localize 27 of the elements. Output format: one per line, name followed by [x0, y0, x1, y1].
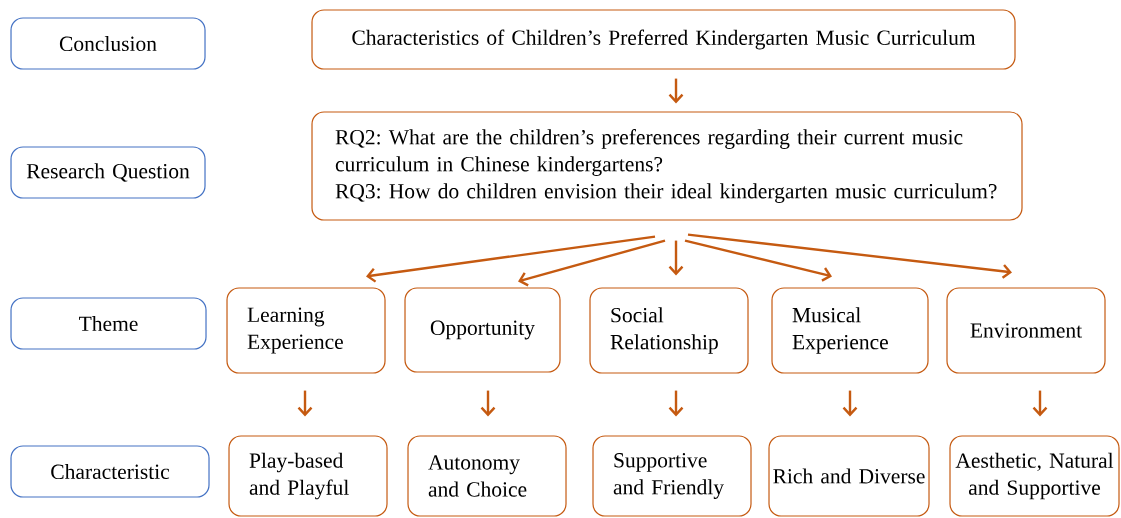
arrow	[684, 239, 832, 282]
characteristic-box: Supportive and Friendly	[592, 435, 752, 517]
theme-box: Social Relationship	[589, 287, 749, 374]
arrow	[668, 240, 684, 276]
level-box: Conclusion	[10, 17, 206, 70]
characteristic-box: Rich and Diverse	[768, 435, 930, 517]
arrow	[297, 390, 313, 417]
theme-box: Opportunity	[404, 287, 561, 373]
arrow	[668, 78, 684, 104]
theme-box: Musical Experience	[771, 287, 929, 374]
arrow	[480, 390, 496, 417]
arrow	[1032, 390, 1048, 417]
characteristic-box: Play-based and Playful	[228, 435, 388, 517]
arrow	[687, 233, 1012, 279]
arrow	[668, 390, 684, 417]
theme-box: Environment	[946, 287, 1106, 374]
level-box: Theme	[10, 297, 207, 350]
characteristic-box: Autonomy and Choice	[407, 435, 567, 517]
characteristic-box: Aesthetic, Natural and Supportive	[949, 435, 1120, 517]
level-box: Characteristic	[10, 445, 210, 498]
arrow	[518, 239, 666, 287]
question-box: RQ2: What are the children’s preferences regarding their current music curriculum in Chinese kindergartens? RQ3: How do children envision their ideal kindergarten music curriculum?	[311, 111, 1023, 221]
level-box: Research Question	[10, 146, 206, 199]
arrow	[842, 390, 858, 417]
theme-box: Learning Experience	[226, 287, 386, 374]
arrow	[366, 235, 656, 283]
conclusion-box: Characteristics of Children’s Preferred Kindergarten Music Curriculum	[311, 9, 1016, 70]
